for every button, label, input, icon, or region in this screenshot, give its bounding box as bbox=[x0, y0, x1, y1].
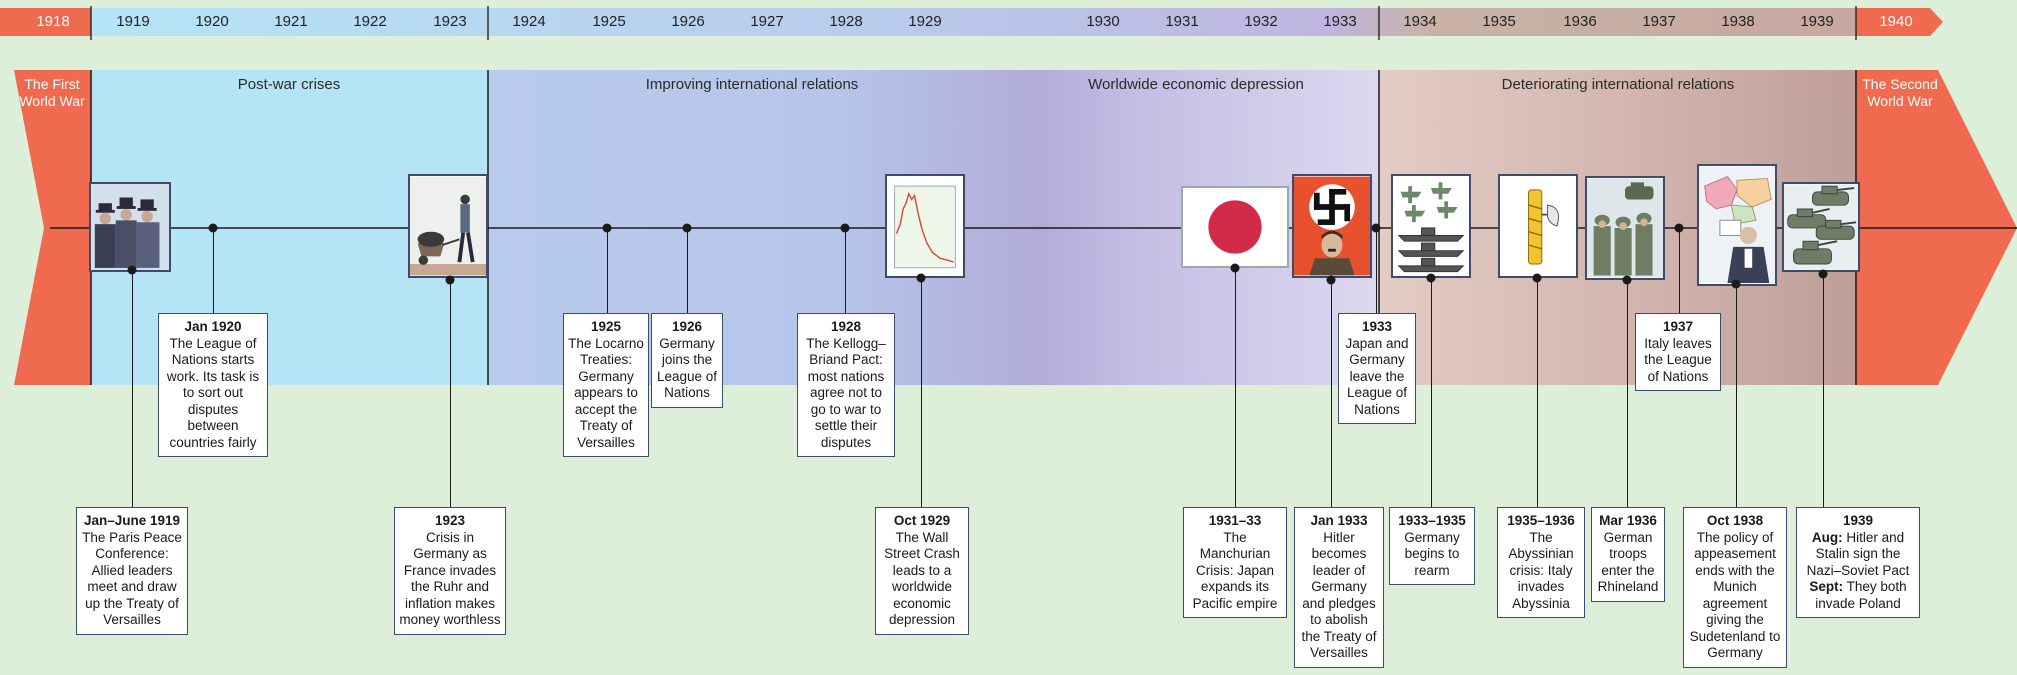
year-label: 1925 bbox=[592, 13, 626, 30]
year-label: 1918 bbox=[36, 13, 70, 30]
warplanes-warships-icon bbox=[1391, 174, 1471, 278]
event-text: Japan and Germany leave the League of Na… bbox=[1345, 335, 1409, 417]
politicians-icon bbox=[89, 182, 171, 272]
year-label: 1927 bbox=[750, 13, 784, 30]
event-text-sept: Sept: They both invade Poland bbox=[1809, 579, 1907, 611]
event-date: 1923 bbox=[434, 513, 466, 528]
tanks-icon bbox=[1782, 182, 1860, 272]
year-label: 1940 bbox=[1879, 13, 1913, 30]
year-label: 1938 bbox=[1721, 13, 1755, 30]
year-label: 1924 bbox=[512, 13, 546, 30]
event-box: 1923 Crisis in Germany as France invades… bbox=[394, 507, 506, 635]
event-text: The policy of appeasement ends with the … bbox=[1689, 529, 1781, 661]
first-world-war-label: The First World War bbox=[19, 76, 85, 109]
hitler-swastika-icon bbox=[1292, 174, 1372, 278]
event-box: 1926 Germany joins the League of Nations bbox=[651, 313, 723, 408]
fasces-icon bbox=[1498, 174, 1578, 278]
event-date: Oct 1929 bbox=[893, 513, 951, 528]
munich-map-icon bbox=[1697, 164, 1777, 286]
year-label: 1935 bbox=[1482, 13, 1516, 30]
event-text: The League of Nations starts work. Its t… bbox=[166, 335, 260, 450]
period-title-deteriorating: Deteriorating international relations bbox=[1501, 76, 1735, 93]
event-box: 1935–1936 The Abyssinian crisis: Italy i… bbox=[1497, 507, 1585, 618]
event-text: Germany begins to rearm bbox=[1404, 529, 1460, 578]
event-date: 1928 bbox=[830, 319, 862, 334]
event-box: 1937 Italy leaves the League of Nations bbox=[1635, 313, 1721, 391]
year-label: 1936 bbox=[1563, 13, 1597, 30]
event-date: Jan–June 1919 bbox=[83, 513, 181, 528]
wheelbarrow-money-icon bbox=[408, 174, 488, 278]
period-title-improving: Improving international relations bbox=[645, 76, 859, 93]
period-title-postwar: Post-war crises bbox=[237, 76, 341, 93]
stock-crash-chart-icon bbox=[885, 174, 965, 278]
event-date: 1925 bbox=[590, 319, 622, 334]
event-box: Jan–June 1919 The Paris Peace Conference… bbox=[76, 507, 188, 635]
year-label: 1937 bbox=[1642, 13, 1676, 30]
year-strip bbox=[0, 6, 2017, 40]
japan-flag-icon bbox=[1181, 186, 1289, 268]
period-title-depression: Worldwide economic depression bbox=[1088, 76, 1304, 93]
event-date: 1939 bbox=[1842, 513, 1874, 528]
event-text: Hitler becomes leader of Germany and ple… bbox=[1301, 529, 1377, 661]
event-date: 1935–1936 bbox=[1507, 513, 1575, 528]
event-text: Crisis in Germany as France invades the … bbox=[399, 529, 501, 628]
event-text: The Locarno Treaties: Germany appears to… bbox=[568, 335, 644, 450]
year-label: 1932 bbox=[1244, 13, 1278, 30]
event-box: Jan 1920 The League of Nations starts wo… bbox=[158, 313, 268, 457]
event-box: Oct 1938 The policy of appeasement ends … bbox=[1683, 507, 1787, 668]
year-label: 1921 bbox=[274, 13, 308, 30]
year-label: 1934 bbox=[1403, 13, 1437, 30]
event-date: 1933–1935 bbox=[1398, 513, 1466, 528]
event-date: Mar 1936 bbox=[1599, 513, 1657, 528]
event-box: 1933 Japan and Germany leave the League … bbox=[1338, 313, 1416, 424]
event-text: The Kellogg–Briand Pact: most nations ag… bbox=[806, 335, 886, 450]
event-date: 1931–33 bbox=[1208, 513, 1262, 528]
event-text: Germany joins the League of Nations bbox=[656, 335, 718, 401]
event-text: The Abyssinian crisis: Italy invades Aby… bbox=[1508, 529, 1574, 611]
year-label: 1926 bbox=[671, 13, 705, 30]
german-soldiers-icon bbox=[1585, 176, 1665, 280]
event-text: The Manchurian Crisis: Japan expands its… bbox=[1192, 529, 1278, 611]
event-date: 1937 bbox=[1662, 319, 1694, 334]
year-label: 1930 bbox=[1086, 13, 1120, 30]
event-box: 1939 Aug: Hitler and Stalin sign the Naz… bbox=[1796, 507, 1920, 618]
event-date: 1926 bbox=[671, 319, 703, 334]
event-box: Oct 1929 The Wall Street Crash leads to … bbox=[875, 507, 969, 635]
year-label: 1919 bbox=[116, 13, 150, 30]
year-label: 1920 bbox=[195, 13, 229, 30]
year-label: 1933 bbox=[1323, 13, 1357, 30]
event-box: 1925 The Locarno Treaties: Germany appea… bbox=[563, 313, 649, 457]
event-text: Italy leaves the League of Nations bbox=[1644, 335, 1712, 384]
event-box: 1931–33 The Manchurian Crisis: Japan exp… bbox=[1183, 507, 1287, 618]
event-date: 1933 bbox=[1361, 319, 1393, 334]
event-text: The Wall Street Crash leads to a worldwi… bbox=[884, 529, 960, 628]
event-text: The Paris Peace Conference: Allied leade… bbox=[82, 529, 182, 628]
event-box: 1928 The Kellogg–Briand Pact: most natio… bbox=[797, 313, 895, 457]
event-box: Jan 1933 Hitler becomes leader of German… bbox=[1294, 507, 1384, 668]
year-label: 1922 bbox=[353, 13, 387, 30]
year-label: 1931 bbox=[1165, 13, 1199, 30]
event-box: 1933–1935 Germany begins to rearm bbox=[1389, 507, 1475, 585]
year-label: 1929 bbox=[908, 13, 942, 30]
event-text: German troops enter the Rhineland bbox=[1597, 529, 1659, 595]
event-text-aug: Aug: Hitler and Stalin sign the Nazi–Sov… bbox=[1806, 529, 1910, 578]
second-world-war-label: The Second World War bbox=[1862, 76, 1938, 109]
year-label: 1939 bbox=[1800, 13, 1834, 30]
event-box: Mar 1936 German troops enter the Rhinela… bbox=[1591, 507, 1665, 602]
event-date: Jan 1933 bbox=[1310, 513, 1368, 528]
year-label: 1923 bbox=[433, 13, 467, 30]
event-date: Jan 1920 bbox=[184, 319, 242, 334]
event-date: Oct 1938 bbox=[1706, 513, 1764, 528]
year-label: 1928 bbox=[829, 13, 863, 30]
